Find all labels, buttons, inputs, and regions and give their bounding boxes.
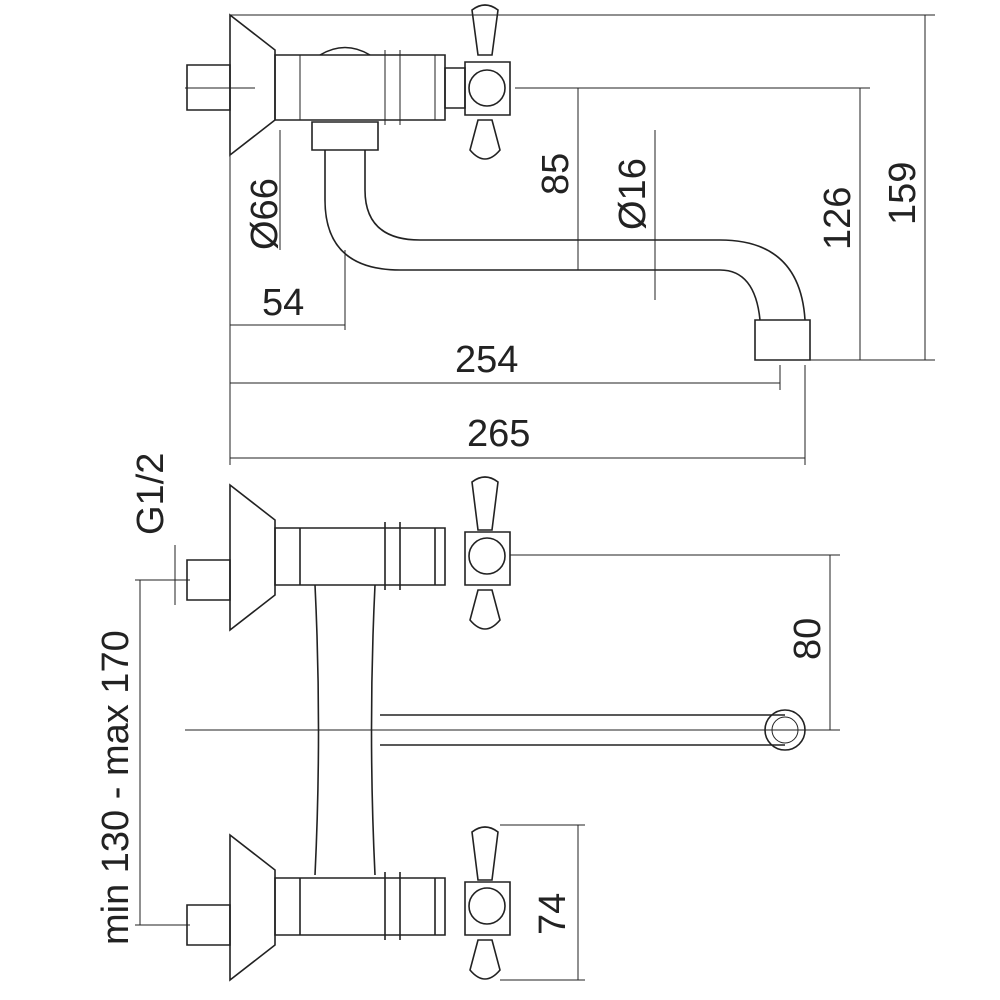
side-spout-joint xyxy=(311,121,379,151)
dim-outlet-height: 126 xyxy=(817,187,859,250)
lower-handle-cross xyxy=(464,826,511,980)
top-spout xyxy=(380,714,785,746)
lower-inlet-pipe xyxy=(186,904,231,946)
upper-inlet-pipe xyxy=(186,559,231,601)
side-spout-outer xyxy=(324,150,761,321)
dim-handle-height: 74 xyxy=(532,893,574,935)
side-wall-flange xyxy=(229,13,276,157)
dim-spout-offset: 54 xyxy=(262,282,304,324)
dim-flange-diameter: Ø66 xyxy=(244,178,286,250)
side-spout-nozzle xyxy=(754,319,811,361)
dim-thread: G1/2 xyxy=(130,453,172,535)
dim-spout-diameter: Ø16 xyxy=(612,158,654,230)
side-body xyxy=(274,54,446,121)
dim-spout-drop: 85 xyxy=(535,153,577,195)
dim-total-reach: 265 xyxy=(467,413,530,455)
top-view xyxy=(135,476,840,982)
dim-total-height: 159 xyxy=(882,162,924,225)
upper-wall-flange xyxy=(229,483,276,632)
dim-spout-below-axis: 80 xyxy=(787,618,829,660)
dim-center-distance: min 130 - max 170 xyxy=(95,630,137,945)
upper-handle-cross xyxy=(464,476,511,630)
lower-body xyxy=(274,872,446,940)
side-handle-cross xyxy=(469,4,501,160)
dim-spout-reach: 254 xyxy=(455,339,518,381)
side-spout-inner xyxy=(364,150,806,321)
side-handle-stem xyxy=(444,67,466,109)
side-view xyxy=(185,4,935,465)
upper-body xyxy=(274,522,446,590)
lower-wall-flange xyxy=(229,833,276,982)
